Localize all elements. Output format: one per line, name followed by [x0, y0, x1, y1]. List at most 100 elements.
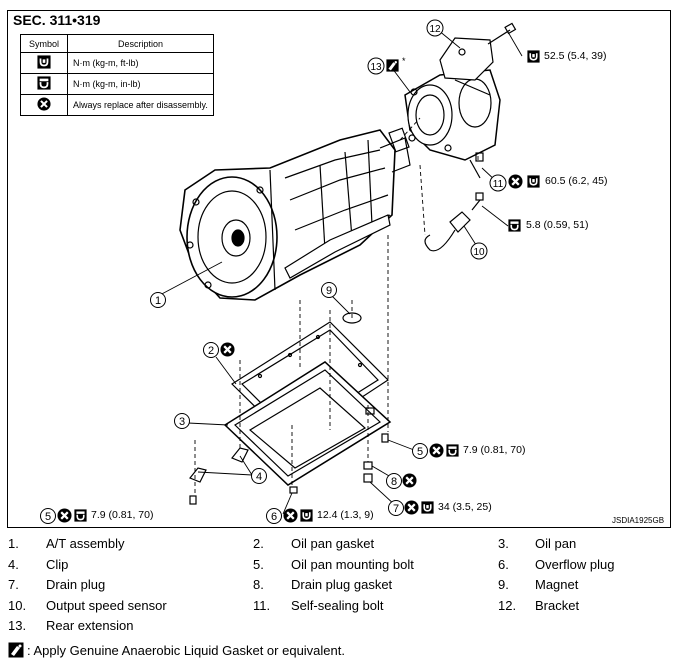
- svg-text:6: 6: [271, 511, 277, 523]
- svg-text:2: 2: [208, 345, 214, 357]
- part-number: 3.: [498, 536, 509, 551]
- label-2: 2: [203, 342, 219, 358]
- legend-description: Always replace after disassembly.: [67, 94, 214, 116]
- label-3: 3: [174, 413, 190, 429]
- legend-row: N·m (kg-m, in-lb): [20, 73, 214, 95]
- liquid-gasket-icon: [386, 59, 399, 72]
- torque-callout-self-sealing-bolt: 60.5 (6.2, 45): [545, 175, 608, 187]
- part-number: 11.: [253, 597, 271, 613]
- parts-row: 13. Rear extension: [8, 618, 678, 639]
- part-name: A/T assembly: [46, 536, 125, 551]
- oil-pan-bolt-drawing: [381, 433, 389, 443]
- parts-row: 7. Drain plug 8. Drain plug gasket 9. Ma…: [8, 577, 678, 598]
- label-12: 12: [426, 19, 444, 37]
- svg-text:10: 10: [473, 247, 485, 258]
- part-number: 6.: [498, 556, 509, 572]
- part-name: Clip: [46, 556, 69, 572]
- torque-inlb-icon: [74, 509, 87, 522]
- label-4: 4: [251, 468, 267, 484]
- part-number: 5.: [253, 556, 264, 572]
- liquid-gasket-note: : Apply Genuine Anaerobic Liquid Gasket …: [8, 642, 345, 658]
- legend-row: Always replace after disassembly.: [20, 94, 214, 116]
- section-title: SEC. 311•319: [13, 12, 101, 28]
- svg-text:9: 9: [326, 285, 332, 297]
- label-1: 1: [150, 292, 166, 308]
- asterisk-mark: *: [402, 56, 406, 66]
- svg-text:12: 12: [429, 24, 441, 35]
- svg-text:11: 11: [493, 179, 504, 190]
- part-number: 1.: [8, 536, 19, 551]
- parts-row: 4. Clip 5. Oil pan mounting bolt 6. Over…: [8, 557, 678, 578]
- note-text: : Apply Genuine Anaerobic Liquid Gasket …: [27, 642, 345, 658]
- label-11: 11: [489, 174, 507, 192]
- output-speed-sensor-drawing: [424, 192, 484, 252]
- part-name: Magnet: [535, 577, 579, 592]
- label-7: 7: [388, 500, 404, 516]
- part-name: Oil pan mounting bolt: [291, 556, 414, 572]
- svg-text:8: 8: [391, 476, 397, 488]
- drain-plug-gasket-drawing: [363, 461, 373, 470]
- label-8: 8: [386, 473, 402, 489]
- svg-text:3: 3: [179, 416, 185, 428]
- part-number: 2.: [253, 536, 264, 551]
- part-number: 7.: [8, 577, 19, 592]
- part-name: Bracket: [535, 597, 580, 613]
- oil-pan-drawing: [223, 361, 392, 486]
- parts-row: 1. A/T assembly 2. Oil pan gasket 3. Oil…: [8, 536, 678, 557]
- part-number: 9.: [498, 577, 509, 592]
- clip-drawing: [189, 447, 249, 483]
- replace-icon: [429, 443, 444, 458]
- torque-callout-sensor-bolt: 5.8 (0.59, 51): [526, 219, 589, 231]
- diagram-code: JSDIA1925GB: [612, 516, 665, 525]
- replace-icon: [508, 174, 523, 189]
- part-number: 8.: [253, 577, 264, 592]
- label-10: 10: [470, 242, 488, 260]
- part-number: 4.: [8, 556, 19, 572]
- part-number: 13.: [8, 618, 27, 633]
- replace-icon: [402, 473, 417, 488]
- symbol-legend-table: Symbol Description N·m (kg-m, ft-lb) N·m…: [20, 34, 214, 116]
- part-name: Drain plug gasket: [291, 577, 393, 592]
- replace-icon: [57, 508, 72, 523]
- torque-inlb-icon: [508, 219, 521, 232]
- label-6: 6: [266, 508, 282, 524]
- svg-text:5: 5: [417, 446, 423, 458]
- legend-header-row: Symbol Description: [20, 34, 214, 53]
- rear-extension-drawing: [404, 69, 501, 161]
- part-number: 10.: [8, 597, 27, 613]
- drain-plug-drawing: [363, 473, 373, 483]
- torque-callout-drain-plug: 34 (3.5, 25): [438, 501, 492, 513]
- oil-pan-bolt-drawing: [189, 495, 197, 505]
- torque-callout-oil-pan-bolt: 7.9 (0.81, 70): [463, 444, 526, 456]
- at-assembly-drawing: [179, 127, 411, 301]
- replace-icon: [283, 508, 298, 523]
- part-name: Output speed sensor: [46, 597, 167, 613]
- liquid-gasket-icon: [8, 642, 24, 658]
- overflow-plug-drawing: [289, 486, 298, 494]
- torque-callout-oil-pan-bolt: 7.9 (0.81, 70): [91, 509, 154, 521]
- part-name: Drain plug: [46, 577, 106, 592]
- part-name: Oil pan: [535, 536, 577, 551]
- label-5: 5: [40, 508, 56, 524]
- torque-inlb-icon: [446, 444, 459, 457]
- part-name: Rear extension: [46, 618, 134, 633]
- diagram-frame: [7, 10, 671, 528]
- label-9: 9: [321, 282, 337, 298]
- bracket-drawing: [439, 37, 494, 81]
- label-13: 13: [367, 57, 385, 75]
- part-name: Self-sealing bolt: [291, 597, 384, 613]
- exploded-view-drawing: 1 2 3 4 5 5 6 7 8 9 10 11 12 13: [40, 19, 540, 524]
- torque-ftlb-icon: [527, 50, 540, 63]
- parts-list: 1. A/T assembly 2. Oil pan gasket 3. Oil…: [8, 536, 678, 639]
- svg-text:5: 5: [45, 511, 51, 523]
- label-5: 5: [412, 443, 428, 459]
- replace-icon: [220, 342, 235, 357]
- parts-row: 10. Output speed sensor 11. Self-sealing…: [8, 598, 678, 619]
- torque-ftlb-icon: [300, 509, 313, 522]
- torque-ftlb-icon: [421, 501, 434, 514]
- torque-callout-overflow-plug: 12.4 (1.3, 9): [317, 509, 374, 521]
- part-number: 12.: [498, 597, 517, 613]
- self-sealing-bolt-drawing: [469, 152, 484, 179]
- svg-text:1: 1: [155, 295, 161, 307]
- part-name: Overflow plug: [535, 556, 615, 572]
